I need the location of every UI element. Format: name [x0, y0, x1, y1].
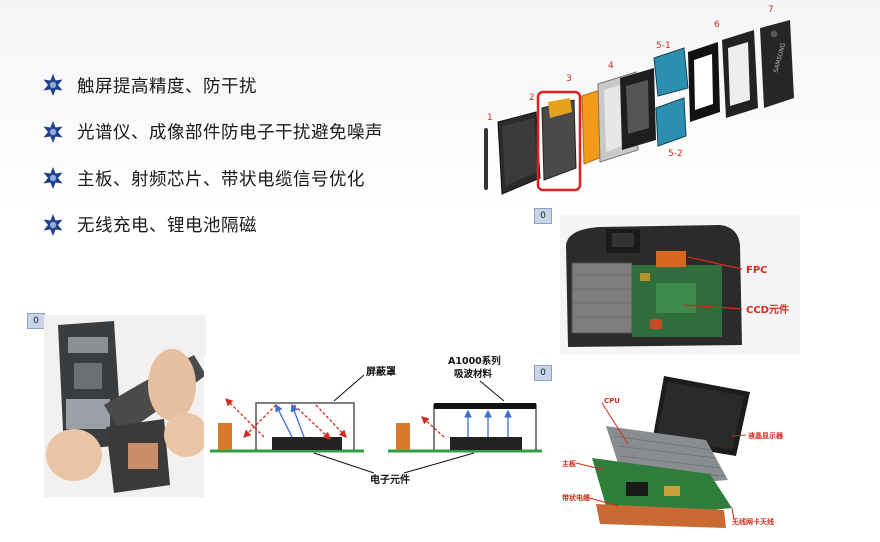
bullet-item: 主板、射频芯片、带状电缆信号优化 [40, 155, 383, 202]
part-number: 6 [714, 20, 720, 30]
ccd-label: CCD元件 [746, 303, 789, 316]
mainboard-label: 主板 [562, 459, 577, 468]
bullet-text: 无线充电、锂电池隔磁 [77, 216, 257, 237]
ribbon-label: 带状电缆 [562, 493, 590, 502]
shielding-diagram: 屏蔽罩 A1000系列 吸波材料 电子元件 [204, 355, 548, 503]
bullet-item: 触屏提高精度、防干扰 [40, 62, 383, 109]
part-number: 4 [608, 61, 614, 71]
chip [272, 437, 342, 450]
star-bullet-icon [43, 120, 63, 143]
material-label: 吸波材料 [454, 368, 493, 380]
bullet-text: 触屏提高精度、防干扰 [77, 76, 257, 97]
highlight-box [536, 90, 582, 192]
cpu-label: CPU [604, 397, 620, 405]
material-label: A1000系列 [448, 355, 501, 367]
laptop-teardown-photo: CPU 液晶显示器 主板 带状电缆 无线网卡天线 [556, 370, 806, 530]
main-board [653, 47, 689, 97]
part-number: 2 [529, 93, 535, 103]
component-label: 电子元件 [370, 473, 410, 486]
side-component [218, 423, 232, 450]
bullet-item: 光谱仪、成像部件防电子干扰避免噪声 [40, 109, 383, 156]
bullet-list: 触屏提高精度、防干扰 光谱仪、成像部件防电子干扰避免噪声 主板、射频芯片、带状电… [40, 62, 383, 248]
battery-cover [760, 20, 794, 108]
fpc-label: FPC [746, 265, 768, 276]
image-badge: 0 [534, 208, 552, 224]
part-number: 5-2 [668, 149, 683, 159]
chip [450, 437, 522, 450]
phone-exploded-view: 1 2 3 4 5-1 6 7 5-2 SAMSUNG [484, 5, 794, 195]
part-number: 3 [566, 74, 572, 84]
stylus [484, 128, 488, 190]
absorber-layer [434, 403, 536, 409]
part-number: 5-1 [656, 41, 671, 51]
wifi-label: 无线网卡天线 [731, 517, 774, 526]
shield-can [255, 402, 355, 450]
side-component [396, 423, 410, 450]
image-badge: 0 [27, 313, 45, 329]
shield-label: 屏蔽罩 [365, 365, 396, 378]
bullet-item: 无线充电、锂电池隔磁 [40, 202, 383, 249]
star-bullet-icon [43, 167, 63, 190]
part-number: 7 [768, 5, 774, 15]
image-badge: 0 [534, 365, 552, 381]
star-bullet-icon [43, 74, 63, 97]
display-label: 液晶显示器 [748, 431, 784, 440]
star-bullet-icon [43, 213, 63, 236]
bullet-text: 光谱仪、成像部件防电子干扰避免噪声 [77, 123, 383, 144]
bullet-text: 主板、射频芯片、带状电缆信号优化 [77, 169, 365, 190]
sub-board [655, 97, 687, 147]
flex-cable-photo [44, 315, 206, 497]
part-number: 1 [487, 113, 493, 123]
camera-teardown-photo: FPC CCD元件 [560, 215, 800, 355]
